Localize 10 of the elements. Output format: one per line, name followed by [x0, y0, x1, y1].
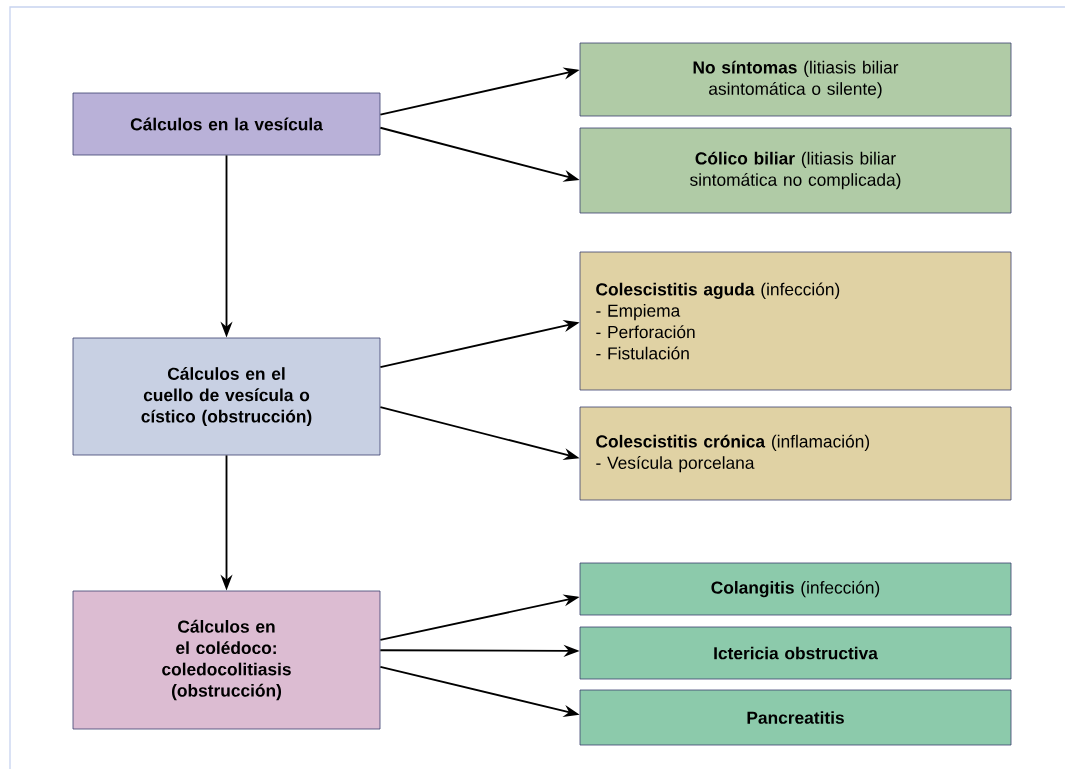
outcome-box: Colangitis (infección) — [579, 562, 1012, 616]
outcome-box: Ictericia obstructiva — [579, 626, 1012, 680]
complication-box: Colescistitis aguda (infección) - Empiema - Perforación - Fistulación — [579, 251, 1012, 391]
stage-box: Cálculos en el cuello de vesícula o cístico (obstrucción) — [72, 337, 381, 456]
stage-box: Cálculos en el colédoco: coledocolitiasis (obstrucción) — [72, 590, 381, 730]
complication-box: Colescistitis crónica (inflamación) - Vesícula porcelana — [579, 406, 1012, 501]
outcome-box: Cólico biliar (litiasis biliar sintomática no complicada) — [579, 127, 1012, 214]
outcome-box: No síntomas (litiasis biliar asintomática o silente) — [579, 42, 1012, 117]
stage-box: Cálculos en la vesícula — [72, 92, 381, 156]
outcome-box: Pancreatitis — [579, 689, 1012, 746]
